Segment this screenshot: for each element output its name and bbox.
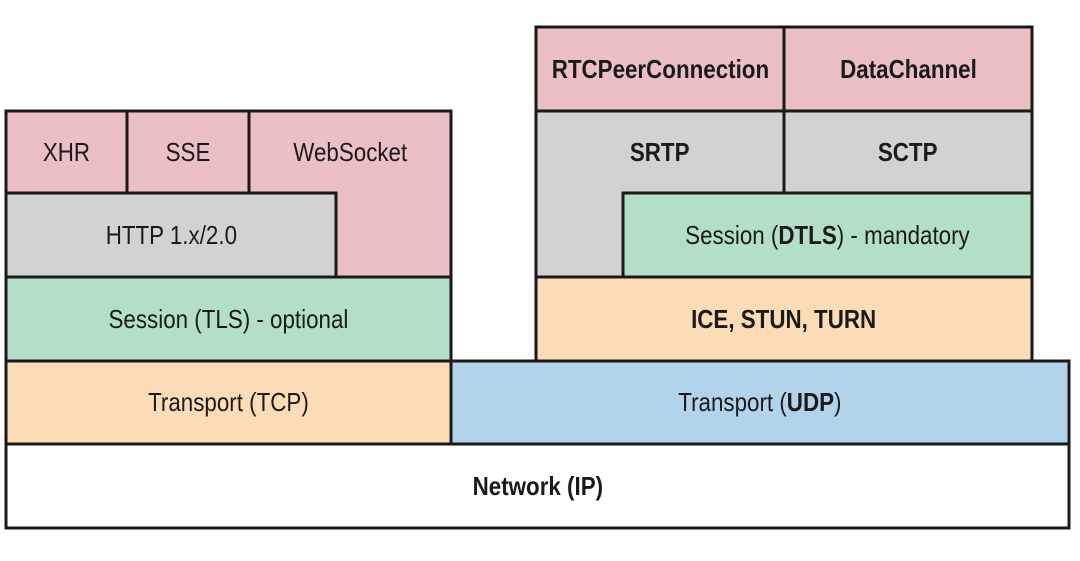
udp-transport-prefix: Transport ( xyxy=(678,387,787,417)
network-box xyxy=(4,442,1071,530)
tcp-transport-label-wrap: Transport (TCP) xyxy=(6,361,451,444)
sctp-label: SCTP xyxy=(878,136,938,167)
sctp-label-wrap: SCTP xyxy=(784,111,1032,193)
datachannel-label-wrap: DataChannel xyxy=(784,27,1032,111)
udp-transport-suffix: ) xyxy=(834,387,842,417)
sse-box xyxy=(125,109,251,195)
xhr-label: XHR xyxy=(42,136,91,167)
http-label-wrap: HTTP 1.x/2.0 xyxy=(6,193,336,277)
ice-stun-turn-label: ICE, STUN, TURN xyxy=(691,303,877,334)
websocket-label: WebSocket xyxy=(293,136,407,167)
dtls-session-suffix: ) - mandatory xyxy=(836,219,970,250)
http-box xyxy=(4,191,338,279)
udp-transport-label: Transport (UDP) xyxy=(678,387,841,418)
websocket-label-wrap: WebSocket xyxy=(249,111,451,193)
xhr-label-wrap: XHR xyxy=(6,111,127,193)
dtls-session-bold: DTLS xyxy=(778,219,837,250)
datachannel-box xyxy=(782,25,1034,113)
tcp-transport-label: Transport (TCP) xyxy=(148,387,309,417)
xhr-box xyxy=(4,109,129,195)
network-label-wrap: Network (IP) xyxy=(6,444,1069,528)
rtcpeerconnection-label: RTCPeerConnection xyxy=(551,53,769,84)
srtp-label-wrap: SRTP xyxy=(536,111,784,193)
tls-session-label-wrap: Session (TLS) - optional xyxy=(6,277,451,361)
sse-label-wrap: SSE xyxy=(127,111,249,193)
udp-transport-label-wrap: Transport (UDP) xyxy=(451,361,1069,444)
dtls-session-label-wrap: Session (DTLS) - mandatory xyxy=(623,193,1032,277)
dtls-session-label: Session (DTLS) - mandatory xyxy=(685,220,970,251)
dtls-session-prefix: Session ( xyxy=(685,219,779,250)
dtls-session-box xyxy=(621,191,1034,279)
sse-label: SSE xyxy=(165,136,211,167)
srtp-label: SRTP xyxy=(630,136,690,167)
ice-stun-turn-box xyxy=(534,275,1034,363)
ice-stun-turn-label-wrap: ICE, STUN, TURN xyxy=(536,277,1032,361)
rtcpeerconnection-label-wrap: RTCPeerConnection xyxy=(536,27,784,111)
rtcpeerconnection-box xyxy=(534,25,786,113)
tls-session-label: Session (TLS) - optional xyxy=(108,303,349,334)
http-label: HTTP 1.x/2.0 xyxy=(105,219,237,250)
datachannel-label: DataChannel xyxy=(839,53,977,84)
network-label: Network (IP) xyxy=(472,470,603,501)
udp-transport-box xyxy=(449,359,1071,446)
tls-session-box xyxy=(4,275,453,363)
udp-transport-bold: UDP xyxy=(786,387,835,417)
